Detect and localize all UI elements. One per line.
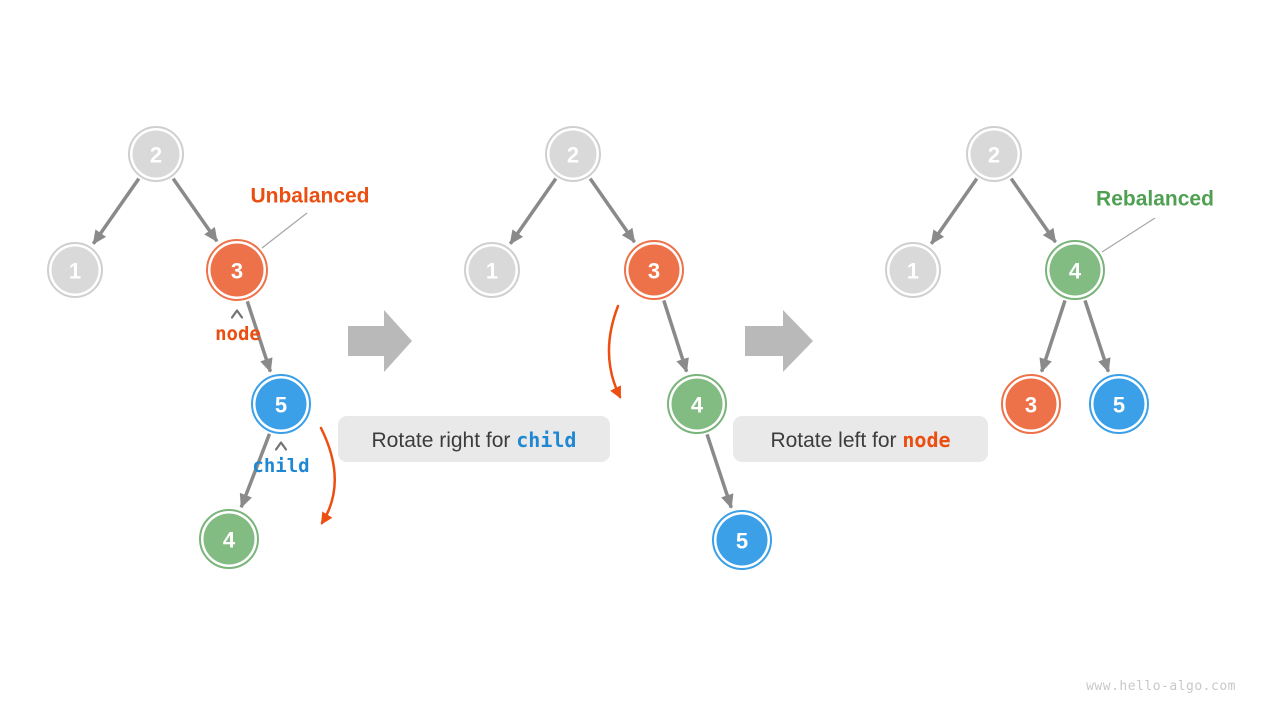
intermediate-tree-node-4: 4 <box>667 374 727 434</box>
tree-edge <box>171 177 219 243</box>
unbalanced-tree-node-1: 1 <box>47 242 103 298</box>
unbalanced-tree-node-4: 4 <box>199 509 259 569</box>
rotate-left-arc <box>607 304 622 399</box>
pointer-label-text: node <box>215 323 261 345</box>
rotate-right-label: Rotate right for child <box>338 416 610 462</box>
node-fill <box>549 130 597 178</box>
rebalanced-tree-node-4: 4 <box>1045 240 1105 300</box>
node-value: 1 <box>907 259 919 284</box>
node-value: 3 <box>648 259 660 284</box>
node-fill <box>970 130 1018 178</box>
node-outer-ring <box>1045 240 1105 300</box>
caret-up-icon <box>274 441 288 451</box>
node-outer-ring <box>966 126 1022 182</box>
intermediate-tree-node-5: 5 <box>712 510 772 570</box>
node-fill <box>210 243 264 297</box>
intermediate-tree-node-1: 1 <box>464 242 520 298</box>
node-value: 5 <box>275 393 287 418</box>
unbalanced-callout: Unbalanced <box>250 185 370 249</box>
caret-up-icon <box>230 309 244 319</box>
node-outer-ring <box>1089 374 1149 434</box>
rebalanced-tree: 2 1 4 3 5 <box>885 126 1149 434</box>
rebalanced-tree-node-1: 1 <box>885 242 941 298</box>
node-value: 3 <box>1025 393 1037 418</box>
node-fill <box>716 514 768 566</box>
tree-edge <box>662 299 689 373</box>
node-outer-ring <box>128 126 184 182</box>
rebalanced-tree-node-2: 2 <box>966 126 1022 182</box>
node-outer-ring <box>545 126 601 182</box>
node-outer-ring <box>1001 374 1061 434</box>
node-fill <box>671 378 723 430</box>
tree-edge <box>1009 177 1057 244</box>
node-outer-ring <box>251 374 311 434</box>
node-outer-ring <box>885 242 941 298</box>
rebalanced-callout: Rebalanced <box>1096 188 1214 253</box>
rotate-label-text: Rotate right for child <box>372 428 577 452</box>
watermark: www.hello-algo.com <box>1086 679 1236 694</box>
node-outer-ring <box>47 242 103 298</box>
tree-edge <box>1083 299 1111 373</box>
node-fill <box>628 244 680 296</box>
node-fill <box>1049 244 1101 296</box>
node-fill <box>1005 378 1057 430</box>
node-value: 4 <box>691 393 704 418</box>
node-value: 2 <box>988 143 1000 168</box>
tree-edge <box>929 177 979 245</box>
node-value: 3 <box>231 259 243 284</box>
node-fill <box>1093 378 1145 430</box>
unbalanced-tree: 2 1 3 5 4 <box>47 126 311 569</box>
node-fill <box>468 246 516 294</box>
node-pointer-label: node <box>215 309 261 345</box>
node-outer-ring <box>667 374 727 434</box>
tree-edge <box>91 177 141 245</box>
tree-edge <box>1039 299 1067 373</box>
node-fill <box>255 378 307 430</box>
rotate-label-text: Rotate left for node <box>770 428 950 452</box>
tree-edge <box>508 177 558 245</box>
rotate-label-box <box>733 416 988 462</box>
tree-edge <box>705 433 734 509</box>
node-outer-ring <box>199 509 259 569</box>
callout-text: Rebalanced <box>1096 188 1214 211</box>
node-outer-ring <box>624 240 684 300</box>
tree-edge <box>588 177 636 244</box>
callout-leader-line <box>261 212 308 249</box>
rotate-left-label: Rotate left for node <box>733 416 988 462</box>
node-fill <box>203 513 255 565</box>
unbalanced-tree-node-3: 3 <box>206 239 268 301</box>
callout-leader-line <box>1101 217 1156 253</box>
intermediate-tree-node-3: 3 <box>624 240 684 300</box>
tree-edge <box>245 300 273 373</box>
node-value: 1 <box>486 259 498 284</box>
callout-text: Unbalanced <box>250 185 369 208</box>
tree-edge <box>239 433 272 509</box>
node-value: 1 <box>69 259 81 284</box>
rotate-label-box <box>338 416 610 462</box>
intermediate-tree-node-2: 2 <box>545 126 601 182</box>
rebalanced-tree-node-3: 3 <box>1001 374 1061 434</box>
node-outer-ring <box>206 239 268 301</box>
unbalanced-tree-node-2: 2 <box>128 126 184 182</box>
node-outer-ring <box>712 510 772 570</box>
node-fill <box>51 246 99 294</box>
node-value: 2 <box>567 143 579 168</box>
intermediate-tree: 2 1 3 4 5 <box>464 126 772 570</box>
node-outer-ring <box>464 242 520 298</box>
step-arrow-1 <box>348 310 412 372</box>
rebalanced-tree-node-5: 5 <box>1089 374 1149 434</box>
node-value: 2 <box>150 143 162 168</box>
node-value: 5 <box>736 529 748 554</box>
node-value: 4 <box>1069 259 1082 284</box>
rotate-right-arc <box>319 426 336 525</box>
unbalanced-tree-node-5: 5 <box>251 374 311 434</box>
node-value: 4 <box>223 528 236 553</box>
node-fill <box>132 130 180 178</box>
step-arrow-2 <box>745 310 813 372</box>
pointer-label-text: child <box>252 455 309 477</box>
node-value: 5 <box>1113 393 1125 418</box>
node-fill <box>889 246 937 294</box>
child-pointer-label: child <box>252 441 310 477</box>
